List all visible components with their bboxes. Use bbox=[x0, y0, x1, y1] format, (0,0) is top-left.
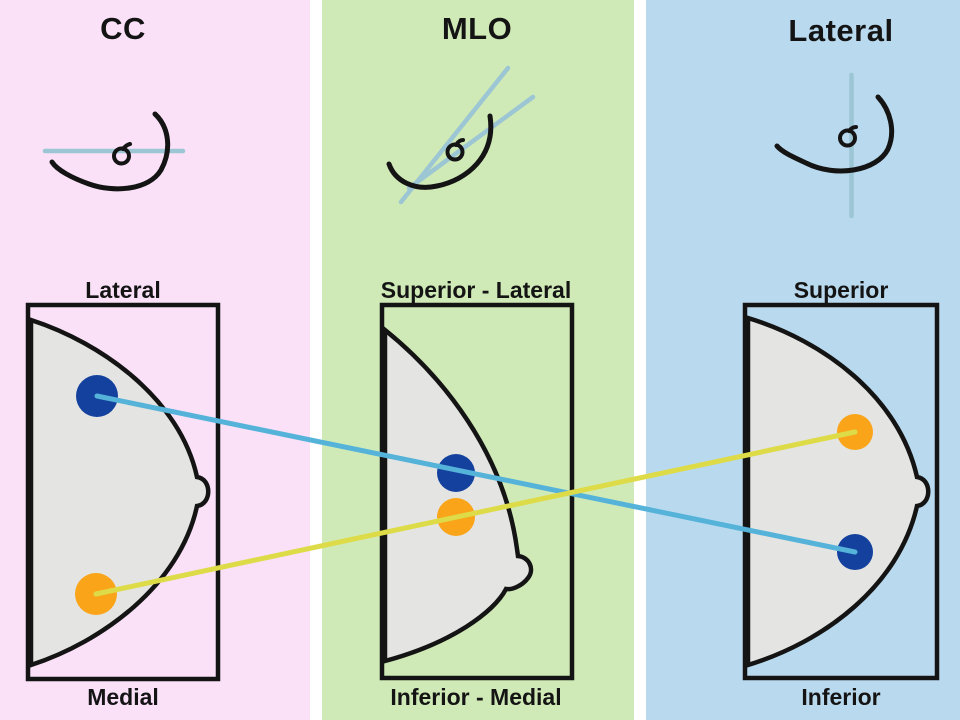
blue-lesion-correspondence-line bbox=[94, 393, 858, 555]
mlo-bottom-direction-label: Inferior - Medial bbox=[390, 684, 562, 710]
lateral-breast-sketch-outline bbox=[774, 94, 895, 174]
panel-mlo-title: MLO bbox=[441, 11, 513, 46]
orange-lesion-correspondence-line bbox=[93, 429, 858, 597]
cc-film-frame bbox=[25, 302, 221, 682]
lateral-sketch-nipple-tail bbox=[847, 125, 858, 133]
mlo-compression-plane-line-2 bbox=[406, 94, 536, 191]
cc-top-direction-label: Lateral bbox=[85, 277, 161, 303]
panel-lateral-title: Lateral bbox=[788, 13, 894, 48]
cc-breast-sketch-outline bbox=[49, 111, 171, 192]
mlo-sketch-nipple-tail bbox=[454, 138, 465, 147]
lateral-breast-profile bbox=[745, 314, 931, 669]
panel-cc-title: CC bbox=[100, 11, 146, 46]
lateral-bottom-direction-label: Inferior bbox=[801, 684, 881, 710]
mlo-blue-lesion-marker bbox=[437, 454, 475, 492]
cc-sketch-nipple-tail bbox=[121, 142, 132, 151]
lateral-top-direction-label: Superior bbox=[793, 277, 889, 303]
cc-breast-profile bbox=[28, 316, 211, 669]
mlo-top-direction-label: Superior - Lateral bbox=[380, 277, 572, 303]
mlo-breast-profile bbox=[382, 325, 534, 664]
mlo-breast-sketch-outline bbox=[386, 113, 494, 190]
cc-bottom-direction-label: Medial bbox=[87, 684, 159, 710]
lateral-film-frame bbox=[742, 302, 940, 681]
